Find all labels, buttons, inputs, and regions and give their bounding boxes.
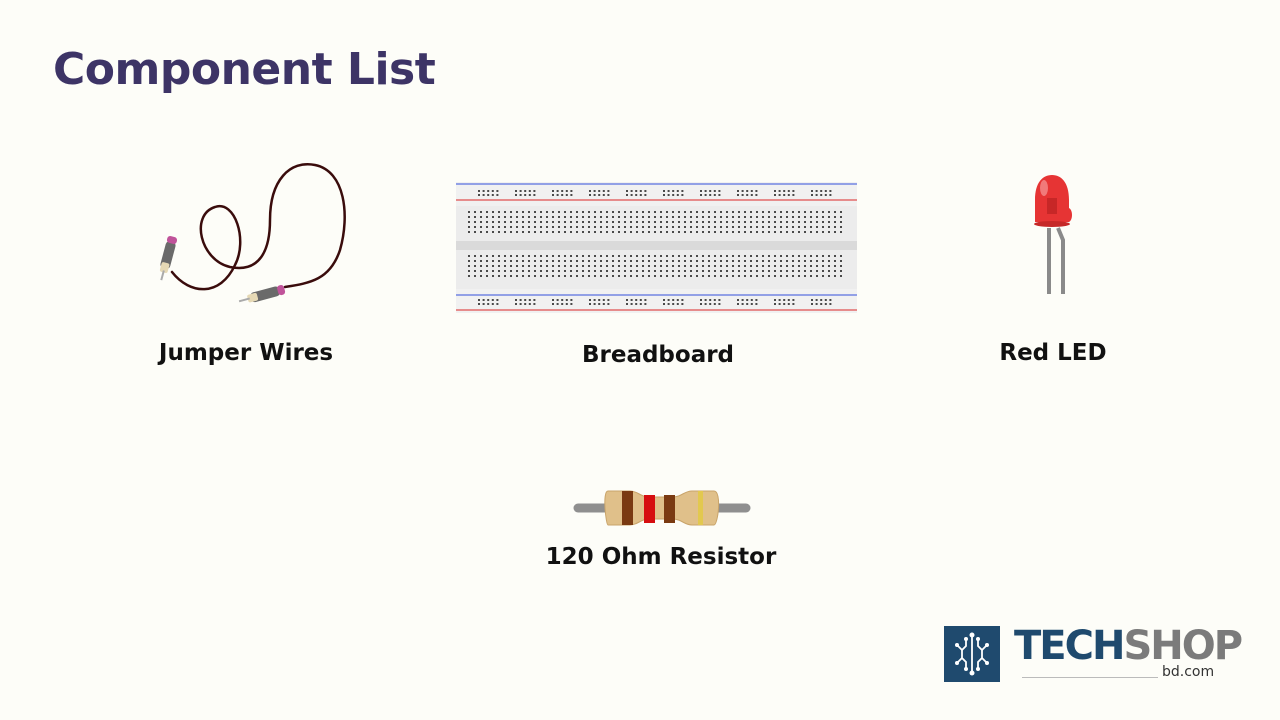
breadboard-icon [456,182,857,313]
logo-domain: bd.com [1162,664,1215,680]
techshop-logo: TECHSHOP bd.com [944,626,1244,686]
resistor-icon [573,490,751,526]
red-led-label: Red LED [999,340,1107,366]
logo-divider [1022,677,1158,678]
logo-wordmark: TECHSHOP [1014,623,1243,669]
logo-part2: SHOP [1123,623,1243,669]
circuit-chip-icon [944,626,1000,682]
page-title: Component List [53,44,436,95]
jumper-wires-label: Jumper Wires [158,340,334,366]
red-led-icon [1034,175,1072,294]
breadboard-label: Breadboard [581,342,735,368]
jumper-wires-icon [159,163,346,303]
resistor-label: 120 Ohm Resistor [545,544,777,570]
logo-part1: TECH [1014,623,1125,669]
